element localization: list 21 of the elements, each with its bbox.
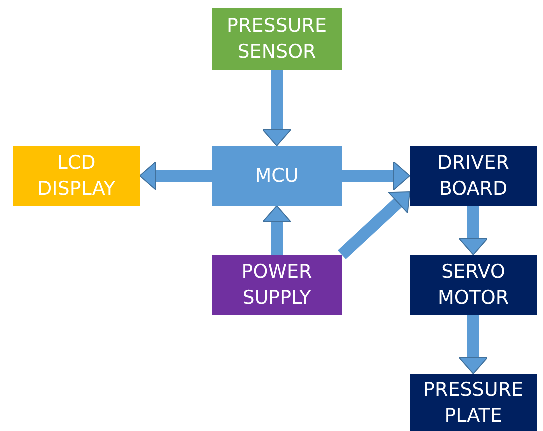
block-label: MCU [254,164,300,189]
block-arrow [459,206,488,256]
block-label: PRESSURE SENSOR [226,14,328,65]
block-box [212,255,342,315]
block-box [212,146,342,206]
block-arrow [262,206,292,255]
block-box [13,146,140,206]
block-arrow [338,192,410,260]
block-box [410,255,537,315]
block-label: DRIVER BOARD [436,151,510,202]
block-arrow [262,70,292,146]
block-label: PRESSURE PLATE [422,378,524,428]
block-label: LCD DISPLAY [36,151,116,202]
block-label: POWER SUPPLY [240,260,314,311]
block-arrow [140,162,212,190]
block-label: SERVO MOTOR [436,260,510,311]
block-box [410,374,537,431]
block-arrow [342,162,410,190]
block-arrow [459,315,488,374]
block-box [212,8,342,70]
block-box [410,146,537,206]
